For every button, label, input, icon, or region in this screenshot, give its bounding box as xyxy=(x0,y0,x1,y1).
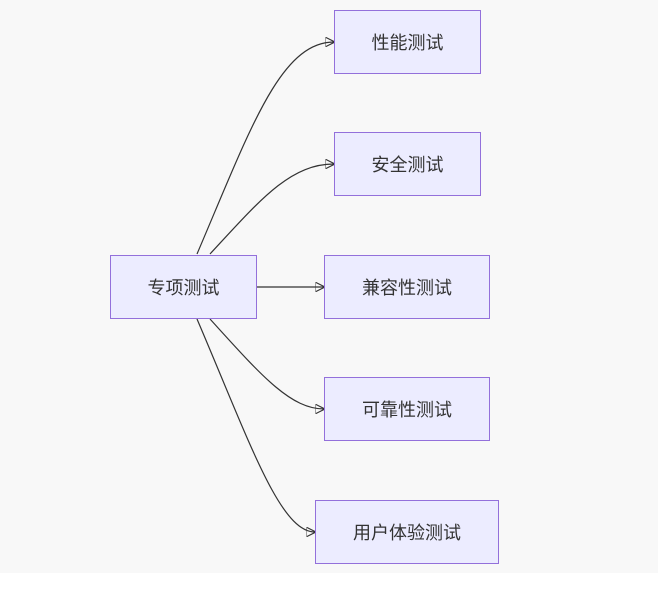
node-security-test: 安全测试 xyxy=(334,132,481,196)
edge-to-security-test xyxy=(209,164,334,255)
edge-to-reliability-test xyxy=(209,318,324,409)
edge-to-user-experience-test xyxy=(196,318,315,532)
edge-to-performance-test xyxy=(196,42,334,255)
node-label: 用户体验测试 xyxy=(353,523,461,544)
node-performance-test: 性能测试 xyxy=(334,10,481,74)
root-node-label: 专项测试 xyxy=(147,278,220,299)
node-label: 安全测试 xyxy=(371,155,444,176)
node-reliability-test: 可靠性测试 xyxy=(324,377,490,441)
node-label: 可靠性测试 xyxy=(362,400,452,421)
node-label: 兼容性测试 xyxy=(362,278,452,299)
node-compatibility-test: 兼容性测试 xyxy=(324,255,490,319)
root-node: 专项测试 xyxy=(110,255,257,319)
node-label: 性能测试 xyxy=(371,33,444,54)
node-user-experience-test: 用户体验测试 xyxy=(315,500,499,564)
